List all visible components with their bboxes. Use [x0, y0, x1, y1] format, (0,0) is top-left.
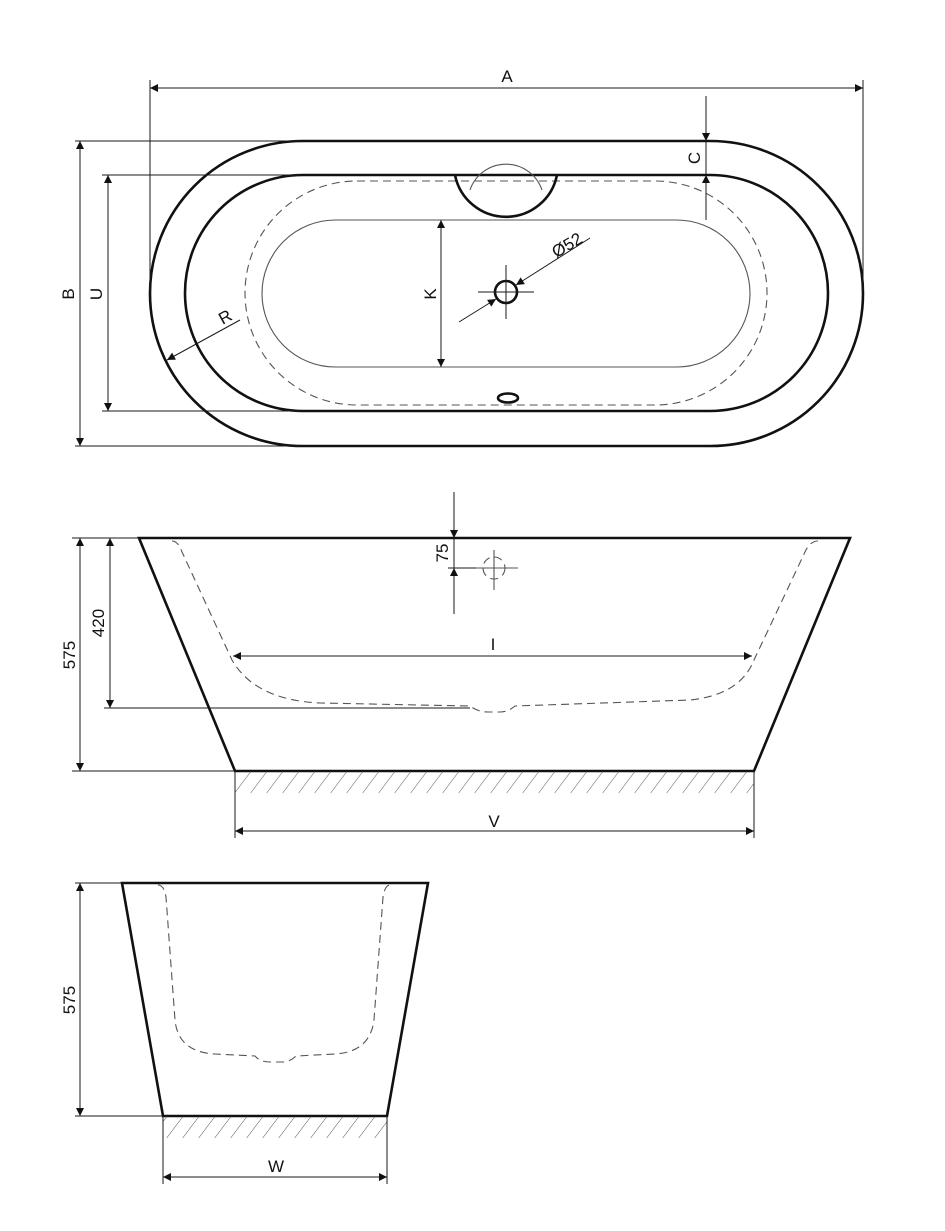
dim-r-leader: [166, 319, 241, 361]
side-view: 575 420 75 I V: [60, 492, 852, 838]
end-view-body: [120, 881, 430, 1118]
side-view-basin-dashed: [171, 540, 819, 713]
dim-c-label: C: [685, 152, 704, 164]
dim-r-label: R: [215, 306, 235, 329]
side-dim-575-label: 575: [60, 641, 79, 669]
side-view-floor-hatch: [235, 771, 754, 793]
side-dim-420-label: 420: [89, 609, 108, 637]
dim-a-label: A: [501, 67, 513, 86]
overflow-hole: [496, 392, 520, 404]
side-dim-i-label: I: [491, 635, 496, 654]
end-view: 575 W: [60, 881, 430, 1184]
top-view-inner-rim: [183, 173, 830, 413]
overflow-cutout-inner: [469, 163, 543, 191]
end-view-basin-dashed: [157, 884, 391, 1063]
overflow-cutout: [453, 174, 559, 219]
end-dim-575-label: 575: [60, 986, 79, 1014]
dim-k-label: K: [421, 288, 440, 300]
top-view-basin-dashed-outline: [244, 180, 768, 406]
end-view-floor-hatch: [163, 1116, 387, 1138]
drain-leader-out: [515, 237, 591, 286]
drain-diameter-label: Ø52: [548, 229, 585, 262]
side-dim-75-label: 75: [433, 544, 452, 563]
top-view: A B U C K R Ø52: [59, 67, 865, 448]
top-view-floor-outline: [261, 219, 751, 368]
end-dim-w-label: W: [268, 1157, 284, 1176]
side-dim-v-label: V: [488, 812, 500, 831]
top-view-outer-rim: [148, 139, 865, 448]
dim-b-label: B: [59, 288, 78, 299]
drain-leader-in: [458, 298, 497, 323]
dim-u-label: U: [87, 288, 106, 300]
